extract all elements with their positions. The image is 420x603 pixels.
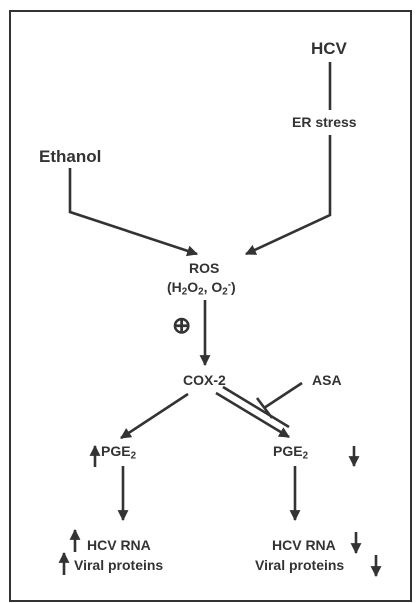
edge-asa-inhibit <box>263 381 303 410</box>
inhibit-bar <box>255 397 274 419</box>
node-pge2-left: PGE2 <box>101 443 137 462</box>
right-outcome-rna: HCV RNA <box>272 537 336 553</box>
edge-ethanol-ros <box>68 168 199 257</box>
edge-cox2-pge2-right-b <box>222 385 290 429</box>
right-outcome-proteins: Viral proteins <box>255 557 345 573</box>
left-outcome-proteins: Viral proteins <box>74 557 164 573</box>
diagram-frame <box>9 10 412 602</box>
node-ros-species: (H2O2, O2-) <box>167 279 236 298</box>
edge-cox2-pge2-left <box>120 392 189 440</box>
edge-cox2-pge2-right-a <box>215 391 290 439</box>
node-cox2: COX-2 <box>183 372 226 388</box>
node-ros: ROS <box>189 260 220 276</box>
node-er-stress: ER stress <box>292 114 357 130</box>
node-ethanol: Ethanol <box>39 147 102 166</box>
edge-er-stress-ros <box>245 135 332 256</box>
node-hcv: HCV <box>311 39 347 58</box>
node-asa: ASA <box>312 372 342 388</box>
plus-icon: ⊕ <box>172 312 192 338</box>
left-outcome-rna: HCV RNA <box>87 537 151 553</box>
node-pge2-right: PGE2 <box>273 443 309 462</box>
